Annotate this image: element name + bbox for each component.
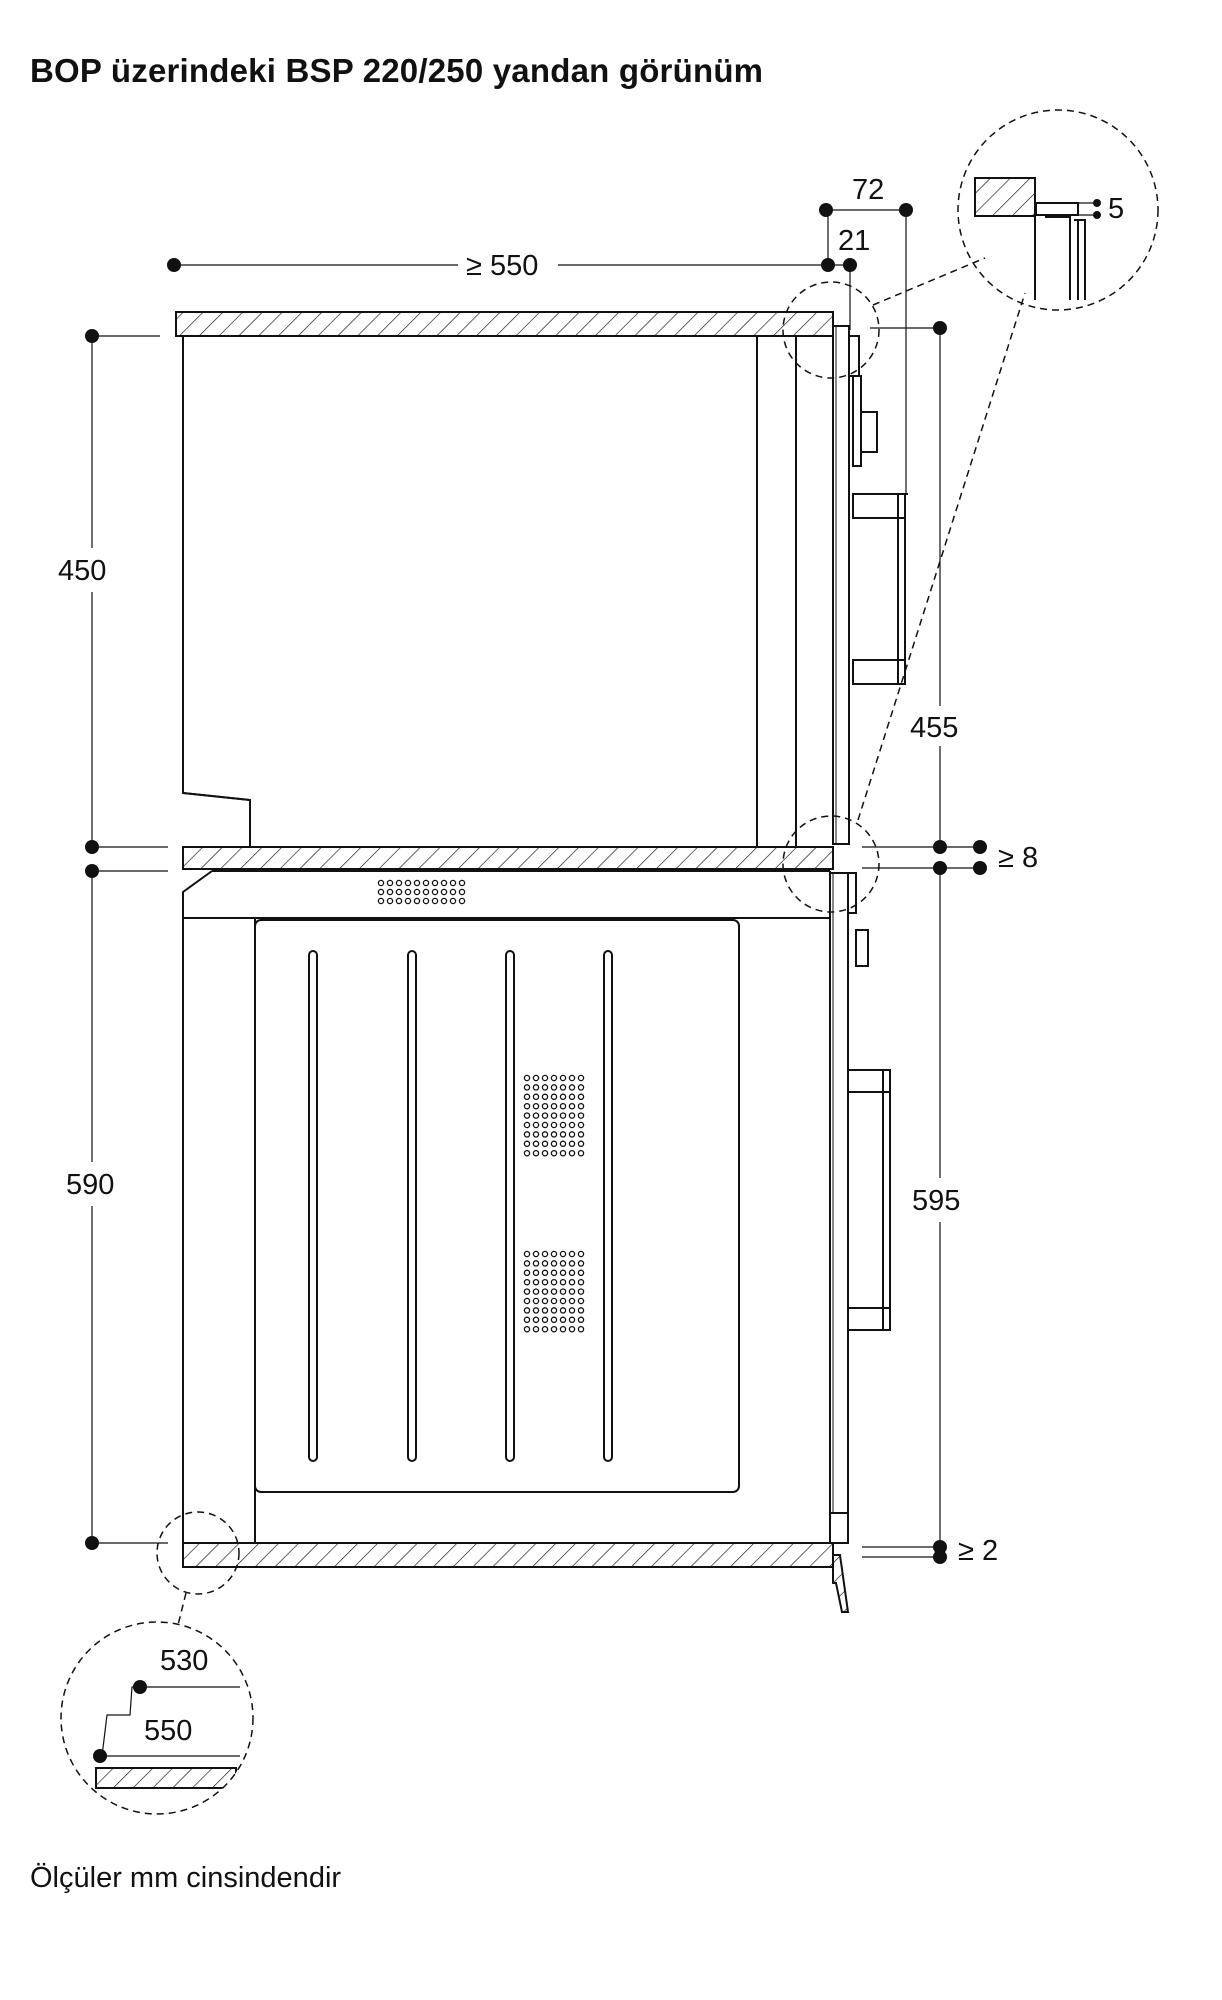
lower-appliance (182, 870, 891, 1544)
bottom-shelf (182, 1542, 834, 1568)
dim-72: 72 (852, 174, 884, 206)
detail-bottom-dots (93, 1680, 147, 1763)
dim-gap-8: ≥ 8 (998, 842, 1038, 874)
detail-callouts (60, 109, 1159, 1815)
dimension-dots (85, 203, 987, 1564)
middle-shelf (182, 846, 834, 870)
top-shelf (175, 311, 834, 337)
dim-5: 5 (1108, 193, 1124, 225)
dim-455: 455 (910, 712, 958, 744)
dimension-lines (91, 209, 980, 1558)
detail-5-dots (1093, 199, 1101, 219)
plinth (832, 1554, 850, 1613)
dim-depth-min: ≥ 550 (466, 250, 538, 282)
page-title: BOP üzerindeki BSP 220/250 yandan görünü… (30, 52, 764, 89)
dim-595: 595 (912, 1185, 960, 1217)
dim-21: 21 (838, 225, 870, 257)
upper-appliance (182, 325, 908, 847)
top-detail-content (974, 177, 1100, 300)
vent-holes (377, 879, 585, 1333)
dim-550: 550 (144, 1715, 192, 1747)
dim-gap-2: ≥ 2 (958, 1535, 998, 1567)
dim-450: 450 (58, 555, 106, 587)
cabinet-shelves (175, 311, 850, 1613)
units-footnote: Ölçüler mm cinsindendir (30, 1862, 342, 1894)
dim-590: 590 (66, 1169, 114, 1201)
dim-530: 530 (160, 1645, 208, 1677)
